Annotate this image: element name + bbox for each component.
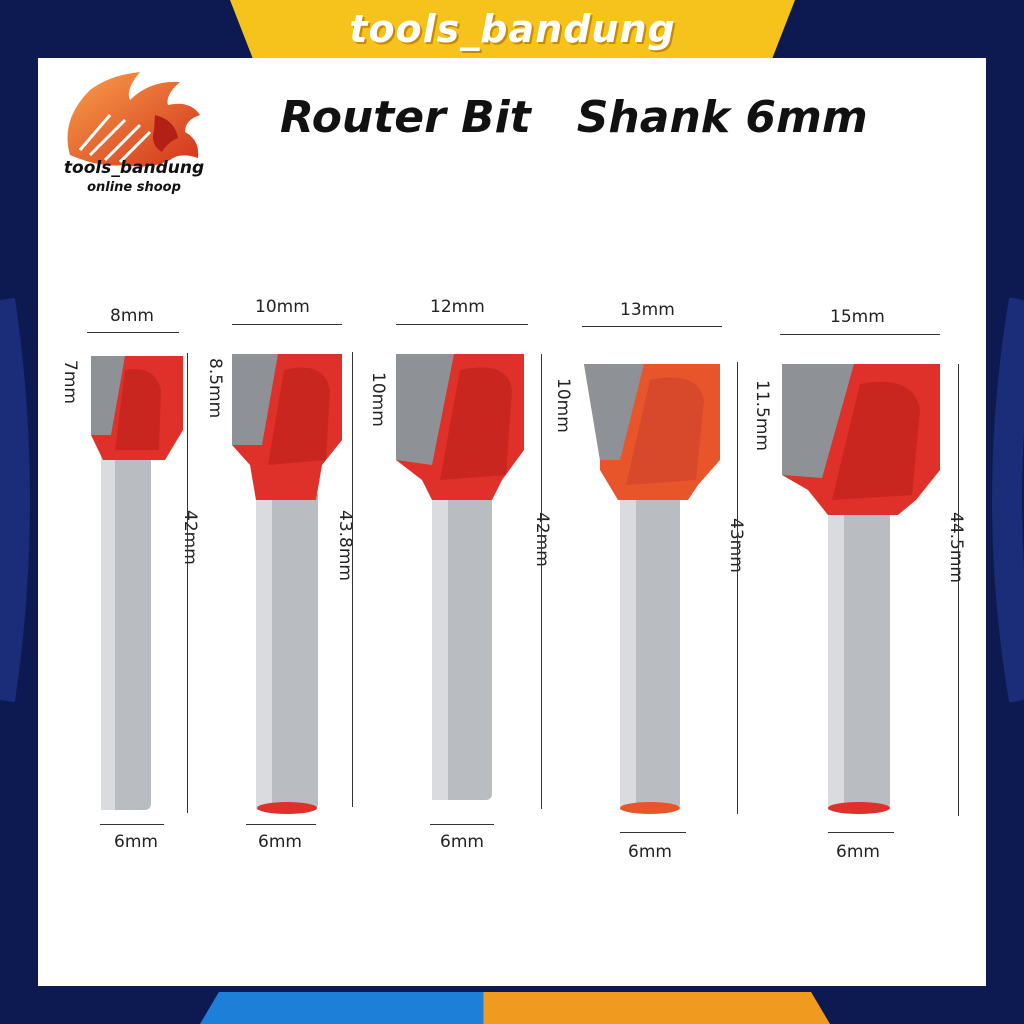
bit-2-head: 8.5mm (205, 358, 225, 419)
logo-name: tools_bandung (63, 158, 205, 178)
bit-4-width: 13mm (620, 300, 675, 320)
logo-subtitle: online shoop (87, 180, 181, 195)
bit-5-width: 15mm (830, 307, 885, 327)
bit-4-length: 43mm (726, 518, 746, 573)
bit-3-shank: 6mm (440, 832, 484, 852)
bit-1-length: 42mm (180, 510, 200, 565)
page-title: Router Bit Shank 6mm (280, 92, 868, 143)
bit-1-shank: 6mm (114, 832, 158, 852)
banner-text: tools_bandung (349, 7, 676, 51)
lion-logo-icon (67, 72, 200, 167)
bit-1-head: 7mm (60, 360, 80, 404)
bit-3-length: 42mm (532, 512, 552, 567)
bit-4-shank: 6mm (628, 842, 672, 862)
bottom-bar (200, 992, 830, 1024)
bit-5-length: 44.5mm (946, 512, 966, 583)
bit-2-shank: 6mm (258, 832, 302, 852)
bit-5-head: 11.5mm (752, 380, 772, 451)
bit-3-width: 12mm (430, 297, 485, 317)
bit-5-shank: 6mm (836, 842, 880, 862)
bit-3-head: 10mm (368, 372, 388, 427)
top-banner: tools_bandung (230, 0, 795, 58)
bit-2-width: 10mm (255, 297, 310, 317)
bit-1-width: 8mm (110, 306, 154, 326)
bit-4-head: 10mm (553, 378, 573, 433)
